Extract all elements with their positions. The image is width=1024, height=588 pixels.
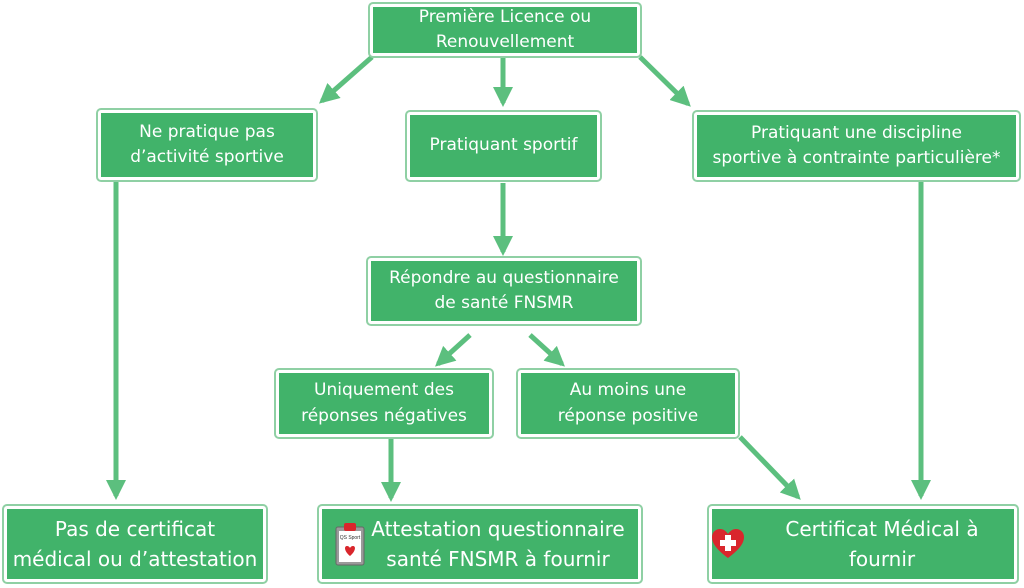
node-pas-de-certificat-label: Pas de certificat médical ou d’attestati… (12, 517, 258, 571)
node-questionnaire: Répondre au questionnaire de santé FNSMR (368, 258, 640, 324)
medical-heart-icon (712, 529, 744, 558)
node-reponse-positive: Au moins une réponse positive (518, 370, 738, 437)
clipboard-icon-text: QS Sport (340, 535, 361, 541)
node-contrainte-particuliere-label: Pratiquant une discipline sportive à con… (712, 122, 1001, 169)
node-pas-de-certificat: Pas de certificat médical ou d’attestati… (4, 506, 266, 582)
arrow-positive-to-certificat (738, 435, 801, 500)
node-certificat-medical-label: Certificat Médical à fournir (785, 517, 979, 571)
node-reponses-negatives-label: Uniquement des réponses négatives (301, 380, 467, 426)
clipboard-icon: QS Sport (335, 523, 365, 566)
arrow-questionnaire-to-positive (528, 333, 565, 367)
arrow-questionnaire-to-negatives (435, 333, 472, 367)
arrow-root-to-contrainte (638, 55, 691, 107)
node-ne-pratique-pas-label: Ne pratique pas d’activité sportive (130, 121, 284, 168)
node-pratiquant-sportif-label: Pratiquant sportif (429, 135, 578, 156)
node-reponse-positive-label: Au moins une réponse positive (557, 380, 699, 426)
node-premiere-licence: Première Licence ou Renouvellement (370, 4, 640, 56)
node-reponses-negatives: Uniquement des réponses négatives (276, 370, 492, 437)
node-pratiquant-sportif: Pratiquant sportif (407, 112, 600, 180)
node-certificat-medical: Certificat Médical à fournir (709, 506, 1017, 582)
node-attestation-label: Attestation questionnaire santé FNSMR à … (371, 517, 625, 571)
node-questionnaire-label: Répondre au questionnaire de santé FNSMR (389, 267, 619, 314)
node-attestation: QS Sport Attestation questionnaire santé… (319, 506, 641, 582)
node-premiere-licence-label: Première Licence ou Renouvellement (418, 6, 592, 53)
arrow-root-to-no-activity (318, 55, 374, 104)
node-ne-pratique-pas: Ne pratique pas d’activité sportive (98, 110, 316, 180)
node-contrainte-particuliere: Pratiquant une discipline sportive à con… (694, 112, 1019, 180)
